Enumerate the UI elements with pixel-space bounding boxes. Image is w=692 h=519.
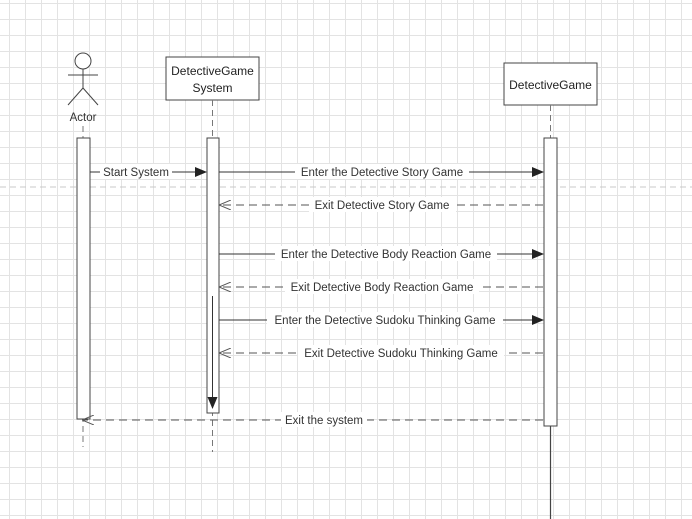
participant-system[interactable]: DetectiveGame System — [165, 56, 260, 101]
participant-label: DetectiveGame — [509, 78, 592, 92]
participant-label-line-1: DetectiveGame — [171, 64, 254, 78]
participant-label-line-2: System — [192, 81, 232, 95]
message-label-bg — [281, 412, 367, 427]
actor[interactable]: Actor — [67, 52, 99, 124]
message-label-bg — [285, 279, 479, 294]
message-label: Exit the system — [285, 415, 363, 427]
message-label: Enter the Detective Story Game — [301, 167, 463, 179]
activation-game — [543, 137, 558, 427]
message-enter-story-game[interactable]: Enter the Detective Story Game — [219, 164, 544, 179]
message-label-bg — [298, 345, 504, 360]
message-exit-the-system[interactable]: Exit the system — [83, 412, 543, 427]
message-exit-body-reaction-game[interactable]: Exit Detective Body Reaction Game — [220, 279, 543, 294]
message-label-bg — [275, 246, 497, 261]
message-label: Enter the Detective Sudoku Thinking Game — [275, 315, 496, 327]
participant-game[interactable]: DetectiveGame — [503, 62, 598, 106]
message-enter-sudoku-game[interactable]: Enter the Detective Sudoku Thinking Game — [219, 312, 544, 327]
activation-actor — [76, 137, 91, 420]
message-label: Enter the Detective Body Reaction Game — [281, 249, 491, 261]
message-exit-story-game[interactable]: Exit Detective Story Game — [220, 197, 543, 212]
message-label-bg — [309, 197, 456, 212]
message-label: Exit Detective Body Reaction Game — [291, 282, 474, 294]
actor-icon — [67, 52, 99, 106]
message-start-system[interactable]: Start System — [90, 164, 207, 179]
message-label: Exit Detective Story Game — [315, 200, 450, 212]
actor-label: Actor — [70, 112, 97, 124]
message-label-bg — [100, 164, 172, 179]
activation-system — [206, 137, 220, 414]
message-label-bg — [267, 312, 503, 327]
message-label-bg — [295, 164, 469, 179]
message-label: Exit Detective Sudoku Thinking Game — [304, 348, 497, 360]
participant-box — [165, 56, 260, 101]
message-enter-body-reaction-game[interactable]: Enter the Detective Body Reaction Game — [219, 246, 544, 261]
message-exit-sudoku-game[interactable]: Exit Detective Sudoku Thinking Game — [220, 345, 543, 360]
message-label: Start System — [103, 167, 169, 179]
